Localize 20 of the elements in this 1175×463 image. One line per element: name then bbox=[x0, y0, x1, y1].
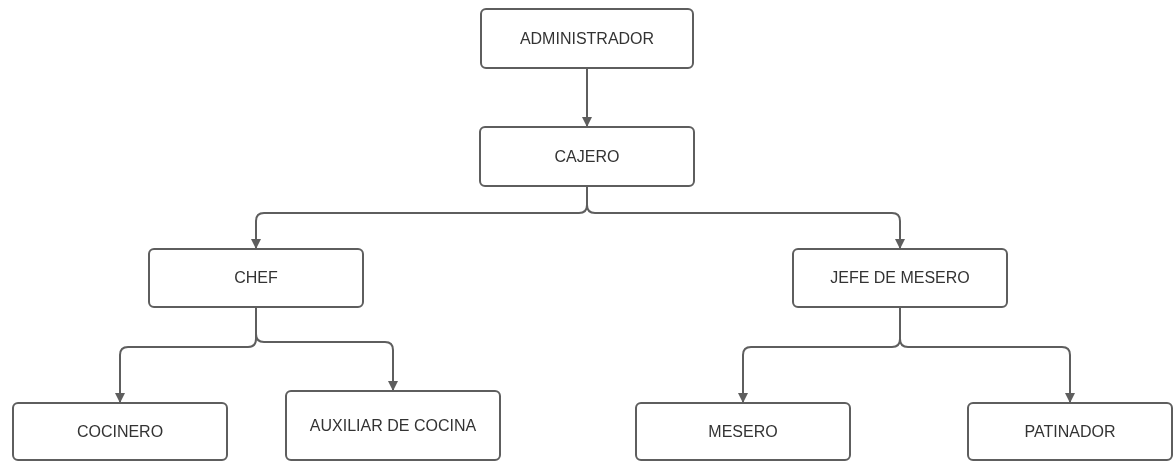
role-box bbox=[480, 8, 694, 69]
role-title: MESERO bbox=[707, 421, 779, 442]
role-box bbox=[792, 248, 1008, 308]
role-box bbox=[967, 402, 1173, 461]
connector-arrow bbox=[586, 186, 905, 249]
role-box bbox=[12, 402, 228, 461]
role-box bbox=[635, 402, 851, 461]
connector-arrow bbox=[582, 68, 592, 127]
role-title: COCINERO bbox=[75, 421, 165, 442]
role-box bbox=[479, 126, 695, 187]
role-title: ADMINISTRADOR bbox=[518, 28, 656, 49]
role-title: JEFE DE MESERO bbox=[829, 268, 971, 289]
role-title: AUXILIAR DE COCINA bbox=[308, 415, 478, 436]
connector-arrow bbox=[255, 307, 398, 391]
role-box bbox=[148, 248, 364, 308]
connector-arrow bbox=[899, 307, 1075, 403]
role-box bbox=[285, 390, 501, 461]
role-title: CHEF bbox=[233, 268, 279, 289]
role-title: PATINADOR bbox=[1023, 421, 1117, 442]
role-title: CAJERO bbox=[553, 146, 621, 167]
